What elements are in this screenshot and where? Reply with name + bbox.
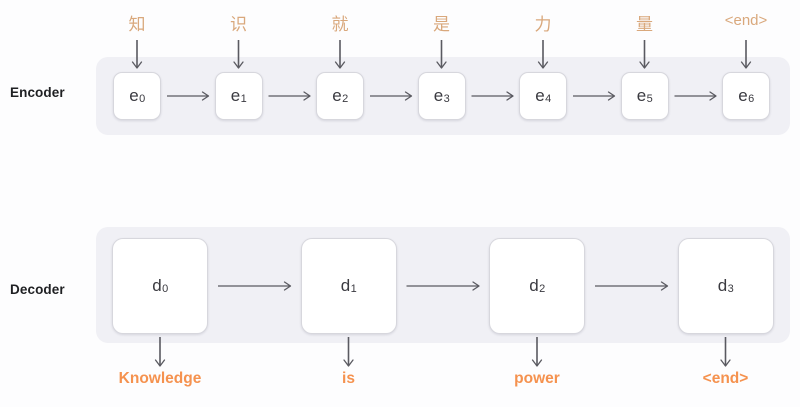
cell-base-label: d: [340, 276, 351, 295]
encoder-input-token-5: 量: [636, 15, 653, 34]
decoder-output-token-1: is: [342, 370, 355, 387]
decoder-output-token-0: Knowledge: [118, 370, 202, 387]
cell-base-label: e: [535, 86, 545, 105]
cell-base-label: e: [332, 86, 342, 105]
cell-base-label: d: [152, 276, 162, 295]
cell-base-label: e: [433, 86, 444, 105]
cell-base-label: e: [636, 86, 647, 105]
cell-subscript-label: 1: [350, 283, 357, 295]
cell-subscript-label: 3: [727, 283, 734, 295]
encoder-input-token-3: 是: [433, 15, 450, 34]
encoder-input-token-4: 力: [534, 15, 552, 34]
encoder-row-label: Encoder: [10, 85, 65, 100]
decoder-output-token-3: <end>: [702, 370, 749, 387]
cell-base-label: d: [717, 276, 728, 295]
encoder-input-token-0: 知: [128, 15, 146, 34]
cell-subscript-label: 3: [443, 93, 450, 105]
decoder-row-label: Decoder: [10, 282, 65, 297]
cell-base-label: e: [230, 86, 241, 105]
encoder-input-token-1: 识: [230, 15, 247, 34]
cell-subscript-label: 2: [342, 93, 349, 105]
cell-subscript-label: 4: [545, 93, 552, 105]
cell-base-label: d: [529, 276, 539, 295]
cell-subscript-label: 5: [646, 93, 653, 105]
encoder-input-token-6: <end>: [724, 12, 768, 29]
decoder-panel: [96, 227, 790, 343]
cell-subscript-label: 0: [162, 283, 169, 295]
cell-base-label: e: [129, 86, 139, 105]
cell-subscript-label: 6: [748, 93, 755, 105]
cell-subscript-label: 1: [240, 93, 247, 105]
cell-subscript-label: 0: [139, 93, 146, 105]
decoder-output-token-2: power: [514, 370, 560, 387]
encoder-input-token-2: 就: [331, 15, 349, 34]
cell-base-label: e: [738, 86, 748, 105]
cell-subscript-label: 2: [539, 283, 546, 295]
